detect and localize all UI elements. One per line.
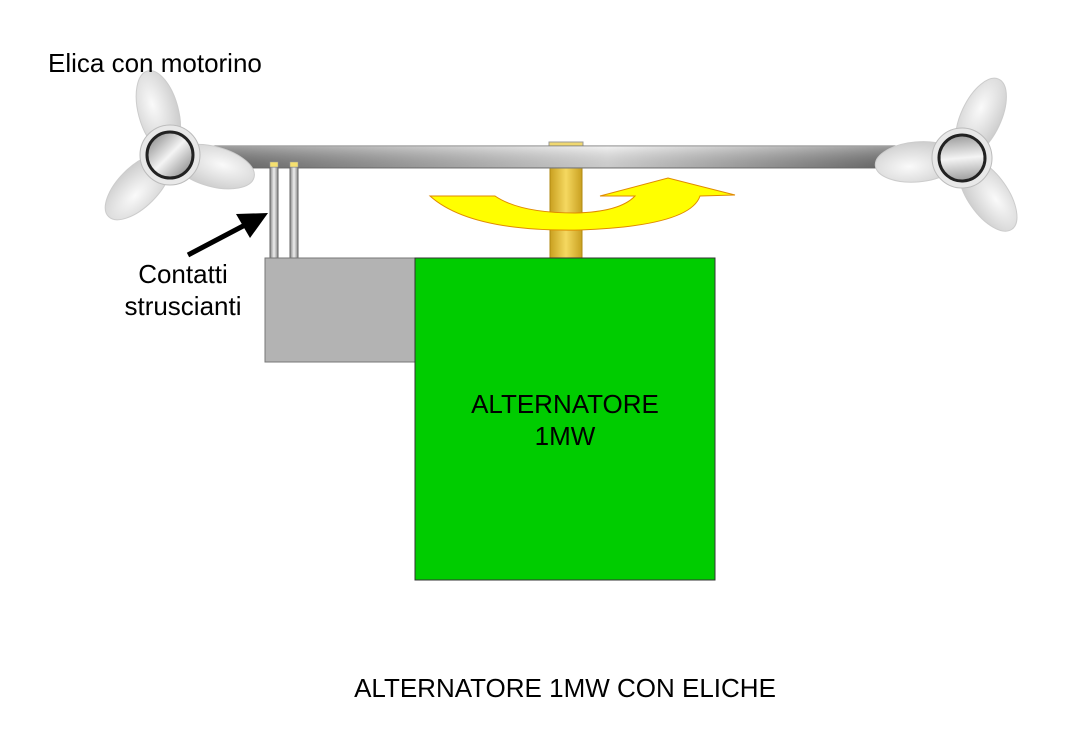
propeller-label: Elica con motorino xyxy=(48,48,262,78)
contacts-label-line1: Contatti xyxy=(138,259,228,289)
alternator-label-line1: ALTERNATORE xyxy=(471,389,659,419)
alternator-box xyxy=(414,257,716,581)
contacts-label: Contatti struscianti xyxy=(108,258,258,322)
rotation-arrow-icon xyxy=(428,177,736,231)
alternator-label: ALTERNATORE 1MW xyxy=(415,388,715,452)
alternator-label-line2: 1MW xyxy=(534,421,596,451)
pointer-arrow-icon xyxy=(186,213,268,258)
contacts-label-line2: struscianti xyxy=(124,291,242,321)
slip-ring-housing xyxy=(264,257,417,363)
propeller-right-icon xyxy=(853,39,1078,275)
caption: ALTERNATORE 1MW CON ELICHE xyxy=(354,673,776,703)
sliding-contacts xyxy=(269,161,299,260)
